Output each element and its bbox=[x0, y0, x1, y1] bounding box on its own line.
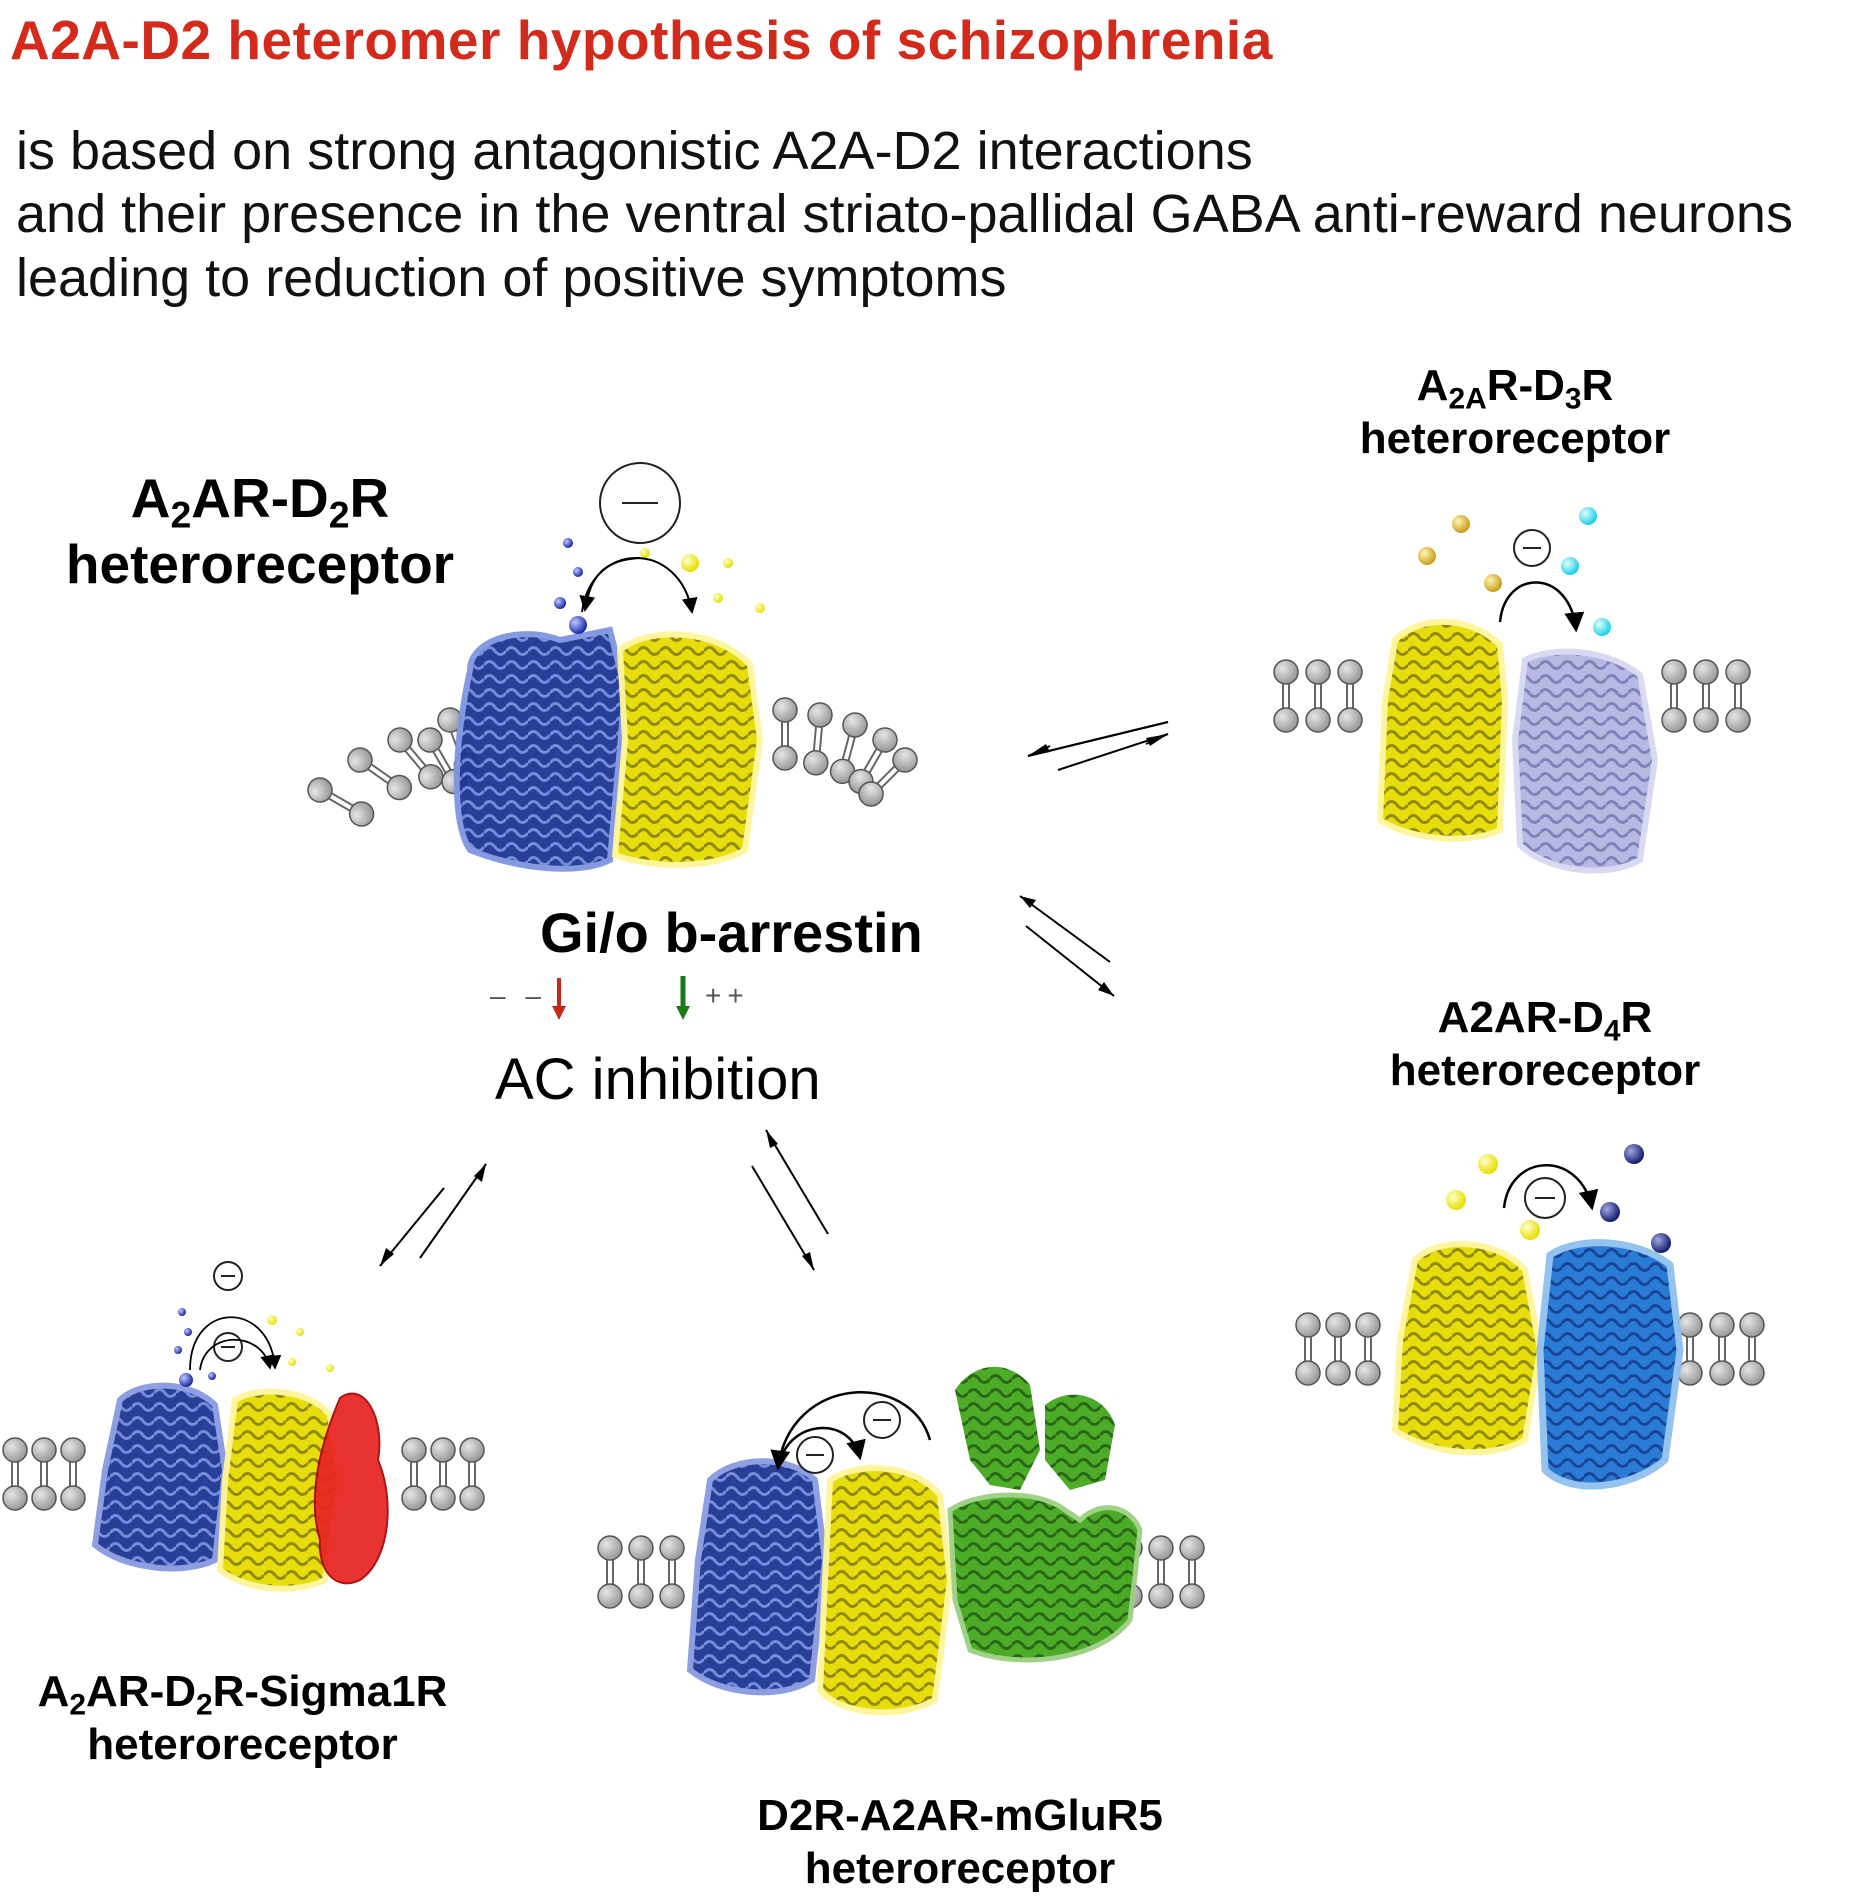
a2a-d3-label: A2AR-D3R heteroreceptor bbox=[1330, 360, 1700, 466]
a2a-receptor bbox=[216, 1388, 344, 1592]
curved-arrow-icon bbox=[1498, 581, 1585, 633]
curved-arrow-icon bbox=[770, 1391, 932, 1471]
equilibrium-arrows-icon bbox=[1019, 895, 1115, 997]
equilibrium-arrows-icon bbox=[751, 1129, 829, 1271]
gi-down-arrow-icon bbox=[552, 978, 566, 1020]
a2a-d2-type: heteroreceptor bbox=[65, 533, 455, 595]
equilibrium-arrows-icon bbox=[379, 1163, 487, 1267]
ligand-ball-icon bbox=[1593, 618, 1611, 636]
a2a-d4-type: heteroreceptor bbox=[1389, 1045, 1701, 1095]
curved-arrow-icon bbox=[581, 557, 698, 614]
equilibrium-arrows-icon bbox=[1027, 721, 1169, 771]
ligand-ball-icon bbox=[1418, 547, 1436, 565]
ligand-ball-icon bbox=[713, 593, 723, 603]
ligand-ball-icon bbox=[681, 554, 699, 572]
ligand-ball-icon bbox=[573, 567, 583, 577]
d2-receptor bbox=[686, 1458, 829, 1696]
ligand-ball-icon bbox=[1600, 1202, 1620, 1222]
a2a-receptor bbox=[816, 1465, 954, 1716]
a2a-d2-label: A2AR-D2R heteroreceptor bbox=[40, 465, 480, 597]
sigma-complex bbox=[2, 1261, 485, 1592]
d2-receptor bbox=[453, 626, 629, 872]
a2a-d4-label: A2AR-D4R heteroreceptor bbox=[1360, 992, 1730, 1098]
d2-receptor bbox=[91, 1382, 229, 1572]
ligand-ball-icon bbox=[563, 538, 573, 548]
page-title: A2A-D2 heteromer hypothesis of schizophr… bbox=[10, 9, 1273, 71]
sigma1r-receptor bbox=[313, 1392, 389, 1585]
a2a-receptor bbox=[1391, 1241, 1544, 1456]
mglur5-receptor bbox=[955, 1366, 1040, 1490]
sigma-label: A2AR-D2R-Sigma1R heteroreceptor bbox=[5, 1666, 480, 1772]
intro-line-3: leading to reduction of positive symptom… bbox=[16, 248, 1007, 308]
a2a-d2-name: A2AR-D2R bbox=[130, 467, 390, 536]
a2a-receptor bbox=[1376, 618, 1509, 842]
a2a-d3-name: A2AR-D3R bbox=[1416, 361, 1614, 416]
ligand-ball-icon bbox=[723, 558, 733, 568]
curved-arrow-icon bbox=[189, 1316, 282, 1371]
ligand-ball-icon bbox=[1446, 1190, 1466, 1210]
ligand-ball-icon bbox=[569, 616, 587, 634]
ligand-ball-icon bbox=[1478, 1154, 1498, 1174]
barrestin-down-arrow-icon bbox=[676, 976, 690, 1020]
signaling-pathways-label: Gi/o b-arrestin bbox=[540, 901, 923, 964]
d4-receptor bbox=[1536, 1239, 1684, 1490]
mglur5-type: heteroreceptor bbox=[804, 1843, 1116, 1893]
ac-inhibition-label: AC inhibition bbox=[495, 1047, 821, 1112]
a2a-d3-type: heteroreceptor bbox=[1359, 413, 1671, 463]
ligand-ball-icon bbox=[1579, 507, 1597, 525]
barrestin-sign: ++ bbox=[705, 980, 750, 1011]
ligand-ball-icon bbox=[640, 548, 650, 558]
lipid-bilayer-icon bbox=[1273, 659, 1751, 733]
a2a-receptor bbox=[611, 631, 764, 868]
intro-line-2: and their presence in the ventral striat… bbox=[16, 184, 1793, 244]
sigma-name: A2AR-D2R-Sigma1R bbox=[37, 1667, 448, 1722]
ligand-ball-icon bbox=[1624, 1144, 1644, 1164]
ligand-ball-icon bbox=[1484, 574, 1502, 592]
mglur5-label: D2R-A2AR-mGluR5 heteroreceptor bbox=[700, 1790, 1220, 1896]
a2a-d3-complex bbox=[1273, 507, 1751, 874]
gi-sign: – – bbox=[490, 980, 547, 1011]
a2a-d4-name: A2AR-D4R bbox=[1437, 993, 1653, 1048]
intro-line-1: is based on strong antagonistic A2A-D2 i… bbox=[16, 121, 1253, 181]
ligand-ball-icon bbox=[755, 603, 765, 613]
a2a-d4-complex bbox=[1295, 1144, 1765, 1490]
mglur5-name: D2R-A2AR-mGluR5 bbox=[757, 1791, 1163, 1840]
ligand-ball-icon bbox=[179, 1373, 193, 1387]
d3-receptor bbox=[1511, 648, 1659, 874]
sigma-type: heteroreceptor bbox=[87, 1719, 398, 1769]
lipid-bilayer-icon bbox=[772, 697, 923, 812]
ligand-ball-icon bbox=[1520, 1220, 1540, 1240]
ligand-ball-icon bbox=[1452, 515, 1470, 533]
mglur5-complex bbox=[597, 1366, 1205, 1716]
curved-arrow-icon bbox=[1502, 1164, 1599, 1211]
ligand-ball-icon bbox=[1651, 1233, 1671, 1253]
a2a-d2-complex bbox=[302, 462, 923, 872]
ligand-ball-icon bbox=[1561, 557, 1579, 575]
ligand-ball-icon bbox=[554, 597, 566, 609]
